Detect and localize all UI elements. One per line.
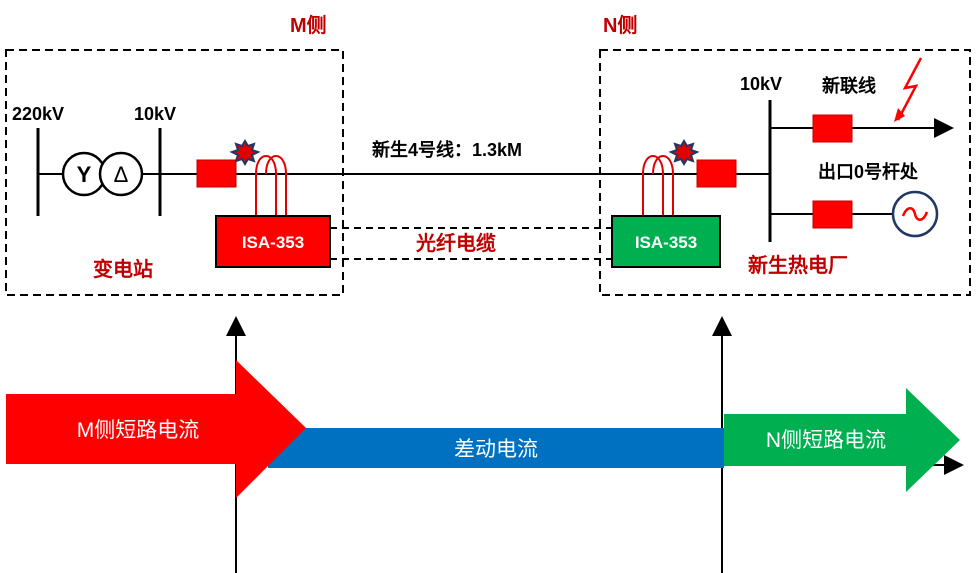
m-side-relay-label: ISA-353 — [242, 233, 304, 252]
m-short-current-label: M侧短路电流 — [77, 419, 200, 442]
fault-lightning-icon — [896, 57, 923, 121]
feeder-breaker — [812, 114, 853, 143]
n-side-ct-icon — [642, 155, 664, 216]
voltage-220kv: 220kV — [12, 104, 64, 124]
n-side-relay — [611, 215, 721, 268]
m-side-breaker — [196, 159, 237, 188]
n-side-label: N侧 — [603, 13, 637, 37]
transformer-y-symbol: Y — [77, 162, 92, 187]
m-short-current-arrow — [6, 360, 306, 498]
m-side-ct-icon — [255, 155, 277, 216]
substation-label: 变电站 — [93, 257, 153, 281]
plant-label: 新生热电厂 — [748, 253, 848, 277]
n-side-region — [599, 49, 971, 296]
m-side-label: M侧 — [290, 13, 327, 37]
n-short-current-label: N侧短路电流 — [766, 429, 886, 452]
m-side-relay — [215, 215, 331, 268]
outlet-label: 出口0号杆处 — [818, 161, 919, 182]
m-side-fault-icon — [229, 139, 261, 166]
feeder-label: 新联线 — [822, 75, 876, 96]
differential-current-band — [268, 428, 724, 468]
generator-wave-icon — [901, 207, 929, 221]
m-side-region — [5, 49, 344, 296]
line-name-label: 新生4号线：1.3kM — [372, 139, 522, 160]
transformer-delta-symbol: Δ — [114, 162, 129, 187]
n-short-current-arrow — [724, 388, 960, 492]
n-side-fault-icon — [668, 139, 700, 166]
voltage-10kv-n: 10kV — [740, 74, 782, 94]
n-side-relay-label: ISA-353 — [635, 233, 697, 252]
generator-breaker — [812, 200, 853, 229]
differential-current-label: 差动电流 — [454, 438, 538, 461]
voltage-10kv-m: 10kV — [134, 104, 176, 124]
fiber-cable-label: 光纤电缆 — [415, 231, 496, 255]
n-side-breaker — [696, 159, 737, 188]
